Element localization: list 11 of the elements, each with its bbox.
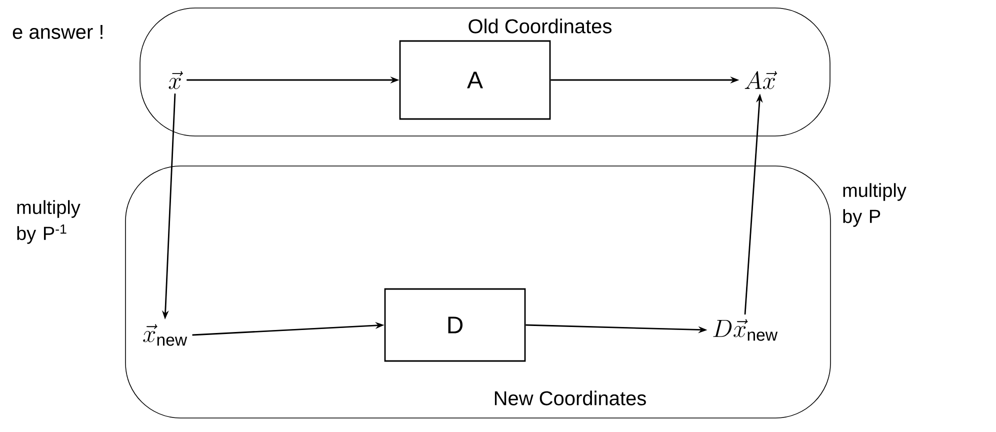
region-heading: Old Coordinates — [468, 18, 612, 34]
matrix-box: A — [399, 40, 551, 120]
vector-expression: $\vec{x}_{\mathrm{new}}$ — [143, 324, 188, 346]
edge-label: multiply by P — [843, 183, 906, 227]
vector-expression: $\vec{x}$ — [168, 71, 183, 90]
vector-expression: $A\vec{x}$ — [744, 71, 778, 90]
matrix-box: D — [384, 288, 526, 362]
region-heading: New Coordinates — [494, 390, 646, 406]
note-text: e answer ! — [12, 25, 102, 39]
vector-expression: $D\vec{x}_{\mathrm{new}}$ — [713, 319, 778, 341]
edge-label: multiply by P$^{-1}$ — [17, 200, 80, 244]
